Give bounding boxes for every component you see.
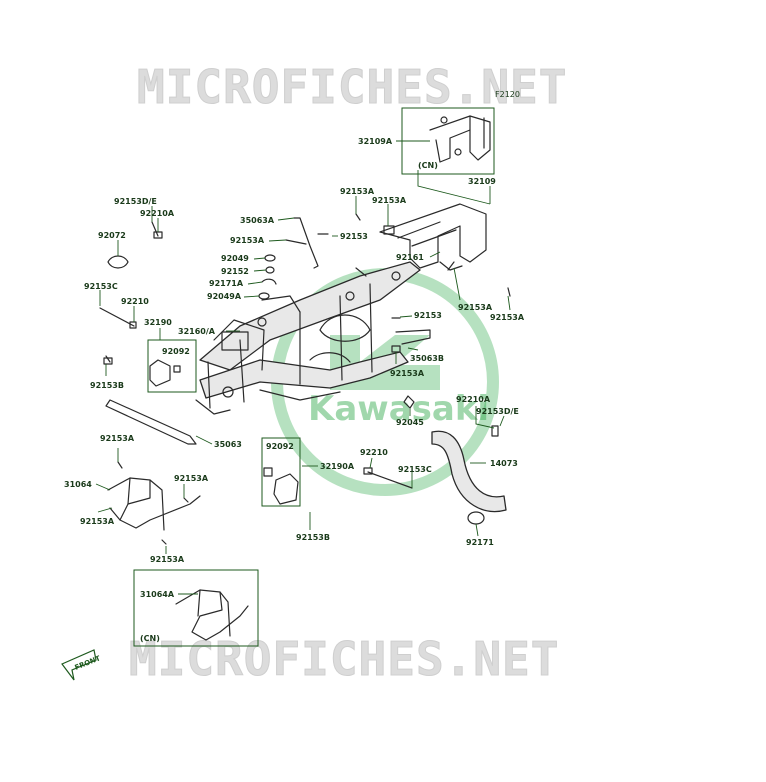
label-14073: 14073 xyxy=(490,459,518,468)
footrest-cn-part xyxy=(175,589,249,641)
label-92153A-7: 92153A xyxy=(100,434,135,443)
footrest-part xyxy=(107,477,201,531)
label-92153A-4: 92153A xyxy=(458,303,493,312)
rear-rack-cn-part xyxy=(429,115,491,163)
label-92153-2: 92153 xyxy=(414,311,442,320)
front-arrow-icon: FRONT xyxy=(61,649,102,681)
label-92153A-10: 92153A xyxy=(150,555,185,564)
label-92045: 92045 xyxy=(396,418,424,427)
label-31064: 31064 xyxy=(64,480,92,489)
label-35063: 35063 xyxy=(214,440,242,449)
label-32190: 32190 xyxy=(144,318,172,327)
label-92161: 92161 xyxy=(396,253,424,262)
label-92153A-8: 92153A xyxy=(174,474,209,483)
label-92153DE-2: 92153D/E xyxy=(476,407,519,416)
main-frame-part xyxy=(195,261,421,415)
label-92153A-1: 92153A xyxy=(340,187,375,196)
figure-code: F2120 xyxy=(495,90,520,99)
label-92171: 92171 xyxy=(466,538,494,547)
watermark-bottom: MICROFICHES.NET xyxy=(129,632,559,686)
leader-32109 xyxy=(417,170,491,205)
label-92152: 92152 xyxy=(221,267,249,276)
small-hardware xyxy=(99,213,511,545)
label-92049: 92049 xyxy=(221,254,249,263)
cn-label-bottom: (CN) xyxy=(140,634,160,643)
label-92153-1: 92153 xyxy=(340,232,368,241)
label-92153A-9: 92153A xyxy=(80,517,115,526)
cn-box-bottom xyxy=(133,569,259,647)
label-32160A: 32160/A xyxy=(178,327,216,336)
label-92153C-2: 92153C xyxy=(398,465,432,474)
cn-label-top: (CN) xyxy=(418,161,438,170)
kawasaki-logo-text: Kawasaki xyxy=(308,389,489,429)
label-92210A-2: 92210A xyxy=(456,395,491,404)
bracket-32190-box xyxy=(147,339,197,393)
label-31064A: 31064A xyxy=(140,590,175,599)
label-92153C-1: 92153C xyxy=(84,282,118,291)
rear-rack-part xyxy=(379,203,487,271)
label-92092-1: 92092 xyxy=(162,347,190,356)
label-92153DE-1: 92153D/E xyxy=(114,197,157,206)
label-32190A: 32190A xyxy=(320,462,355,471)
label-92210-1: 92210 xyxy=(121,297,149,306)
watermark-top: MICROFICHES.NET xyxy=(137,60,567,114)
label-35063B: 35063B xyxy=(410,354,444,363)
label-92072: 92072 xyxy=(98,231,126,240)
label-92153A-5: 92153A xyxy=(490,313,525,322)
label-32109A: 32109A xyxy=(358,137,393,146)
label-92153A-6: 92153A xyxy=(390,369,425,378)
label-92153A-2: 92153A xyxy=(372,196,407,205)
label-92210-2: 92210 xyxy=(360,448,388,457)
label-92153B-1: 92153B xyxy=(90,381,124,390)
leader-lines xyxy=(95,140,511,595)
part-labels: 32109A 32109 92153D/E 92210A 92072 35063… xyxy=(64,137,525,599)
label-92049A: 92049A xyxy=(207,292,242,301)
label-92153B-2: 92153B xyxy=(296,533,330,542)
label-92210A-1: 92210A xyxy=(140,209,175,218)
label-35063A: 35063A xyxy=(240,216,275,225)
label-32109: 32109 xyxy=(468,177,496,186)
label-92171A: 92171A xyxy=(209,279,244,288)
label-92153A-3: 92153A xyxy=(230,236,265,245)
bracket-32190A-box xyxy=(261,437,301,507)
label-92092-2: 92092 xyxy=(266,442,294,451)
